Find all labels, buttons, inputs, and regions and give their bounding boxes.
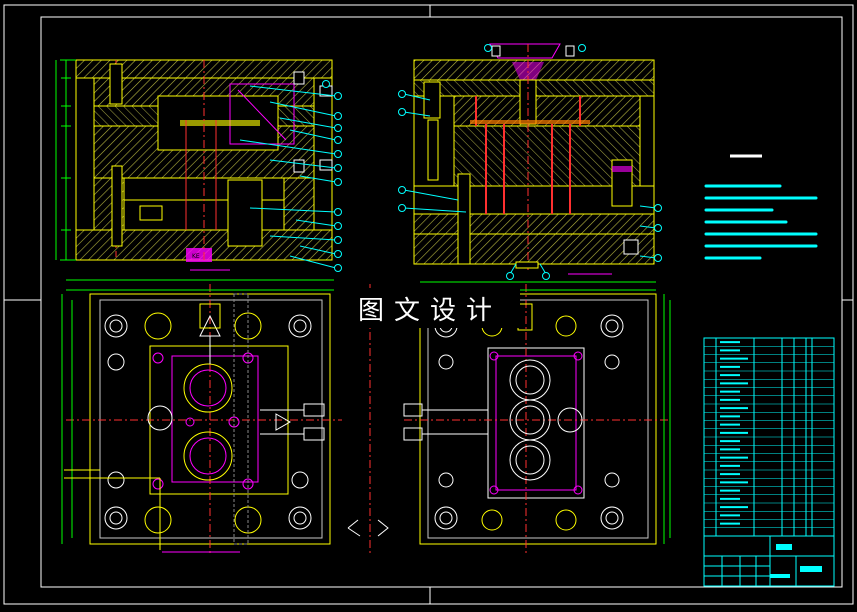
inner-border — [40, 16, 843, 588]
section-view-a: KE — [55, 59, 342, 272]
parts-list-rows — [704, 341, 834, 529]
plan-view-fixed-half — [61, 279, 342, 556]
section-view-b — [398, 43, 662, 280]
svg-text:KE: KE — [192, 253, 200, 260]
watermark: 图文设计 — [340, 288, 520, 328]
technical-notes — [704, 154, 818, 260]
outer-border — [3, 4, 854, 605]
